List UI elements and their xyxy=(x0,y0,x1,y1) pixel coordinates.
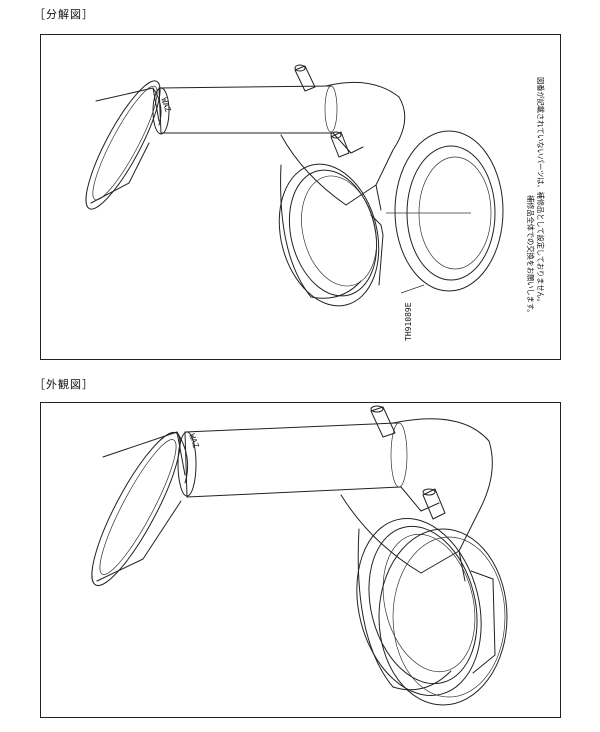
repair-note-2: 補修品全体での交換をお願いします。 xyxy=(526,195,535,316)
spout-part xyxy=(85,80,162,210)
svg-text:WAZ: WAZ xyxy=(187,433,200,450)
exploded-view-frame: WAZ xyxy=(40,34,561,360)
connector-body xyxy=(280,81,406,211)
flow-mark: WAZ xyxy=(187,433,200,450)
pin-middle xyxy=(330,131,350,158)
gasket-part xyxy=(394,130,504,292)
pin-top xyxy=(370,405,396,438)
outlet-ring xyxy=(278,163,384,307)
pin-middle xyxy=(422,488,446,520)
pipe-part xyxy=(177,422,408,498)
assembled-view-title: ［外観図］ xyxy=(34,378,94,391)
repair-note-1: 図番が記載されていないパーツは、補修品として設定しておりません。 xyxy=(536,77,545,306)
spout-part xyxy=(91,431,189,587)
assembled-view-drawing: WAZ xyxy=(91,405,508,706)
connector-body xyxy=(340,418,493,582)
repair-notes: 図番が記載されていないパーツは、補修品として設定しておりません。 補修品全体での… xyxy=(526,77,545,316)
gasket-part xyxy=(378,528,508,706)
pin-top xyxy=(294,64,316,92)
outlet-ring xyxy=(356,517,482,697)
exploded-view-title: ［分解図］ xyxy=(34,8,94,21)
assembled-view-frame: WAZ xyxy=(40,402,561,718)
part-number-label: TH91089E xyxy=(404,302,413,341)
exploded-view-drawing: WAZ xyxy=(85,64,545,341)
part-leader-line xyxy=(400,284,425,294)
pipe-part xyxy=(152,85,338,135)
